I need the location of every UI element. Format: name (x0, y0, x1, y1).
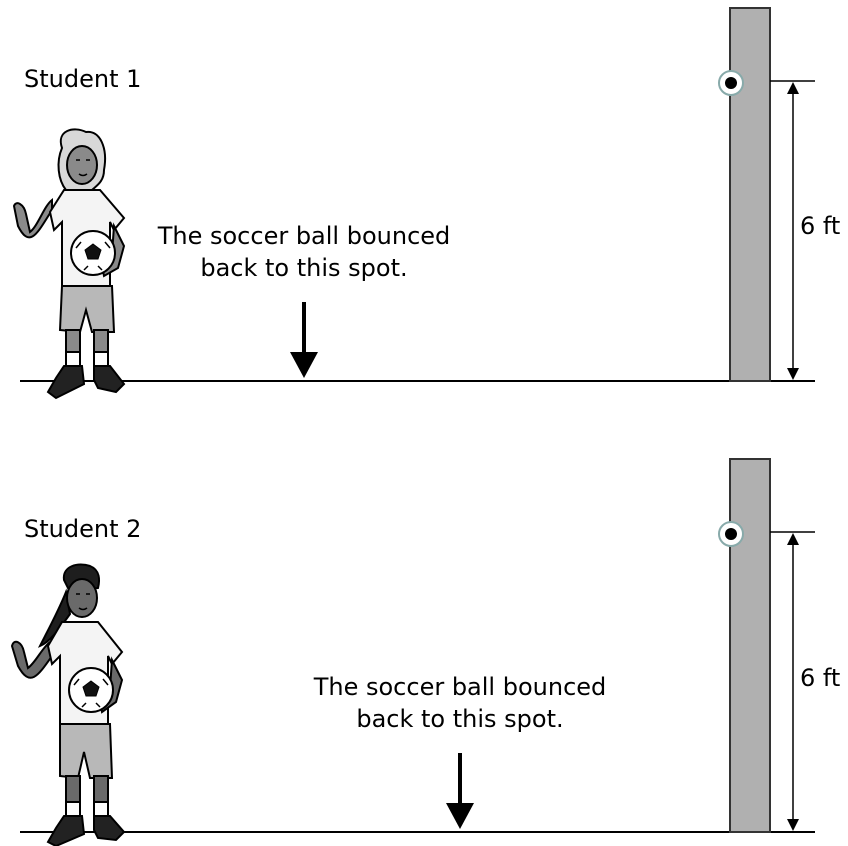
post (729, 7, 771, 382)
target-mark-icon (718, 70, 744, 96)
target-mark-icon (718, 521, 744, 547)
caption-line-2: back to this spot. (356, 705, 563, 733)
bounce-spot-arrow (446, 753, 474, 829)
caption-line-1: The soccer ball bounced (157, 222, 451, 250)
student-2-figure (10, 563, 126, 846)
height-dimension (770, 80, 815, 380)
panel-student-2: Student 2 6 ft The soccer ball bounced b… (10, 458, 840, 846)
panel-student-1: Student 1 6 ft The soccer ball bounced b… (12, 7, 840, 400)
student-1-label: Student 1 (24, 65, 141, 93)
bounce-spot-arrow (290, 302, 318, 378)
student-2-label: Student 2 (24, 515, 141, 543)
height-label: 6 ft (800, 212, 840, 240)
caption-line-1: The soccer ball bounced (313, 673, 607, 701)
student-1-figure (12, 128, 126, 400)
soccer-ball-icon (70, 230, 116, 276)
height-label: 6 ft (800, 664, 840, 692)
post (729, 458, 771, 833)
caption-line-2: back to this spot. (200, 254, 407, 282)
soccer-ball-icon (68, 667, 114, 713)
height-dimension (770, 531, 815, 831)
